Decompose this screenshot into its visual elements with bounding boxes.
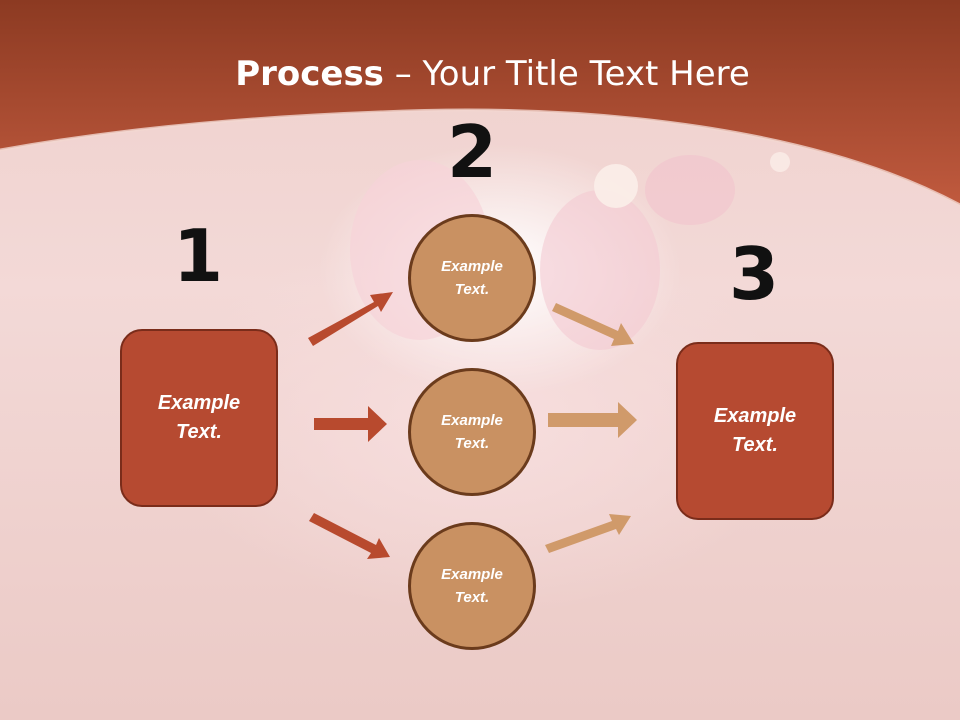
step-number-1: 1 [172,214,224,298]
arrow-top-to-right [552,303,634,346]
step-number-3: 3 [728,232,780,316]
circle-label-top: Example Text. [441,258,503,298]
circle-label-bottom: Example Text. [441,566,503,606]
arrow-bottom-to-right [545,514,631,553]
right-step-box: Example Text. [676,342,834,520]
left-step-label: Example Text. [157,392,241,443]
process-circle-bottom: Example Text. [408,522,536,650]
arrow-left-to-middle [314,406,387,442]
slide-title: Process – Your Title Text Here [0,52,960,96]
process-circle-top: Example Text. [408,214,536,342]
step-number-2: 2 [446,110,498,194]
title-bold-text: Process [235,54,384,94]
arrow-left-to-bottom [309,513,390,559]
arrow-left-to-top [308,292,393,346]
process-circle-middle: Example Text. [408,368,536,496]
arrow-middle-to-right [548,402,637,438]
circle-label-middle: Example Text. [441,412,503,452]
left-step-box: Example Text. [120,329,278,507]
title-rest-text: – Your Title Text Here [383,54,750,94]
right-step-label: Example Text. [713,405,797,456]
